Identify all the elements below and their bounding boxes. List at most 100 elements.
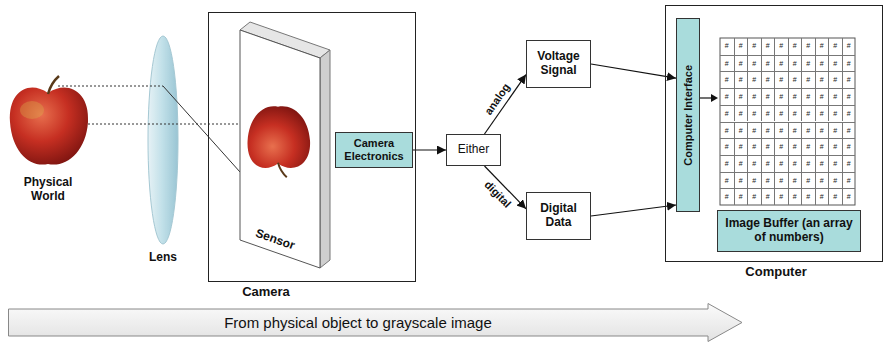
interface-box: Computer Interface — [676, 18, 700, 212]
table-cell: # — [828, 38, 842, 55]
table-cell: # — [815, 122, 829, 139]
table-cell: # — [842, 71, 856, 88]
table-cell: # — [720, 71, 734, 88]
table-cell: # — [801, 88, 815, 105]
table-cell: # — [815, 38, 829, 55]
lens-illustration — [148, 36, 178, 244]
table-cell: # — [788, 122, 802, 139]
edge-label: analog — [482, 81, 512, 117]
table-cell: # — [720, 105, 734, 122]
table-cell: # — [774, 71, 788, 88]
table-cell: # — [720, 88, 734, 105]
table-cell: # — [747, 155, 761, 172]
light-ray — [163, 86, 240, 172]
table-cell: # — [842, 38, 856, 55]
table-cell: # — [734, 122, 748, 139]
table-cell: # — [734, 138, 748, 155]
table-cell: # — [734, 155, 748, 172]
table-cell: # — [734, 55, 748, 72]
table-cell: # — [788, 138, 802, 155]
table-cell: # — [774, 138, 788, 155]
table-cell: # — [842, 55, 856, 72]
table-cell: # — [774, 105, 788, 122]
table-cell: # — [788, 155, 802, 172]
buffer-box: Image Buffer (an array of numbers) — [717, 210, 861, 252]
node-label: Digital Data — [531, 202, 586, 230]
table-cell: # — [815, 55, 829, 72]
table-cell: # — [828, 88, 842, 105]
table-cell: # — [747, 105, 761, 122]
table-cell: # — [747, 138, 761, 155]
sensor-plate: Sensor — [238, 20, 332, 270]
table-cell: # — [801, 188, 815, 205]
table-cell: # — [761, 172, 775, 189]
sensor-side — [320, 50, 330, 268]
table-cell: # — [747, 188, 761, 205]
table-cell: # — [720, 122, 734, 139]
signal-box: Digital Data — [526, 192, 591, 240]
table-cell: # — [734, 188, 748, 205]
table-cell: # — [788, 55, 802, 72]
signal-box: Voltage Signal — [526, 40, 591, 88]
table-cell: # — [720, 38, 734, 55]
table-cell: # — [720, 188, 734, 205]
table-cell: # — [774, 155, 788, 172]
table-cell: # — [828, 105, 842, 122]
table-cell: # — [788, 38, 802, 55]
table-cell: # — [734, 88, 748, 105]
buffer-grid — [720, 38, 855, 205]
table-cell: # — [842, 138, 856, 155]
table-cell: # — [720, 155, 734, 172]
table-cell: # — [734, 105, 748, 122]
node-label: Voltage Signal — [531, 50, 586, 78]
buffer-arrow — [700, 97, 712, 98]
table-cell: # — [761, 71, 775, 88]
camera-frame: CameraSensorCamera Electronics — [208, 12, 416, 282]
table-cell: # — [815, 138, 829, 155]
apple-illustration — [10, 87, 88, 164]
connector-arrow — [591, 64, 676, 78]
frame-label: Computer — [745, 265, 806, 280]
table-cell: # — [788, 172, 802, 189]
table-cell: # — [761, 88, 775, 105]
buffer-arrowhead — [711, 94, 718, 102]
table-cell: # — [801, 172, 815, 189]
edge-label: digital — [482, 179, 513, 211]
sensor-illustration — [238, 20, 332, 270]
table-cell: # — [842, 105, 856, 122]
connector-arrow — [413, 149, 446, 150]
table-cell: # — [842, 172, 856, 189]
table-cell: # — [720, 55, 734, 72]
table-cell: # — [747, 88, 761, 105]
apple-highlight — [20, 101, 44, 119]
process-box: Camera Electronics — [335, 132, 413, 168]
table-cell: # — [747, 122, 761, 139]
table-cell: # — [828, 155, 842, 172]
sensor-image — [247, 106, 310, 168]
table-cell: # — [801, 38, 815, 55]
table-cell: # — [774, 55, 788, 72]
table-cell: # — [828, 55, 842, 72]
table-cell: # — [842, 88, 856, 105]
table-cell: # — [788, 88, 802, 105]
sensor-face — [240, 30, 320, 268]
table-cell: # — [774, 172, 788, 189]
table-cell: # — [774, 88, 788, 105]
table-cell: # — [747, 172, 761, 189]
table-cell: # — [720, 138, 734, 155]
table-cell: # — [828, 172, 842, 189]
table-cell: # — [828, 71, 842, 88]
frame-label: Camera — [242, 285, 290, 300]
table-cell: # — [761, 122, 775, 139]
apple-stem — [48, 76, 59, 94]
table-cell: # — [801, 55, 815, 72]
table-cell: # — [761, 155, 775, 172]
table-cell: # — [801, 122, 815, 139]
table-cell: # — [815, 88, 829, 105]
table-cell: # — [734, 71, 748, 88]
arrow-outline — [9, 304, 743, 342]
node-label: From physical object to grayscale image — [8, 303, 708, 342]
table-cell: # — [828, 122, 842, 139]
table-cell: # — [788, 105, 802, 122]
process-arrow: From physical object to grayscale image — [8, 303, 743, 342]
